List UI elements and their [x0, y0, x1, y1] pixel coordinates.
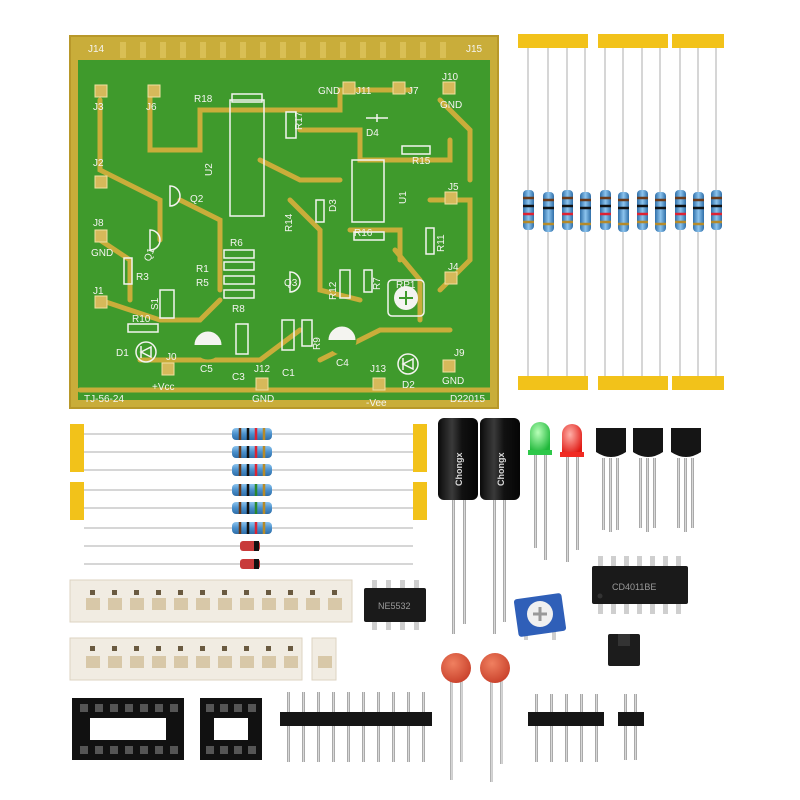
label-d1: D1 [116, 348, 129, 359]
transistor-icon [596, 428, 701, 532]
label-u1: U1 [398, 191, 409, 204]
label-u2: U2 [204, 163, 215, 176]
label-c5: C5 [200, 364, 213, 375]
label-s1: S1 [150, 297, 161, 310]
label-j4: J4 [448, 262, 459, 273]
label-j15: J15 [466, 44, 483, 55]
label-gnd-a: GND [318, 86, 340, 97]
ceramic-capacitor-icon [441, 653, 510, 782]
label-j3: J3 [93, 102, 104, 113]
jumper-icon [608, 634, 640, 666]
ic-chip-icon: NE5532 [364, 580, 426, 630]
label-r9: R9 [312, 337, 323, 350]
label-d4: D4 [366, 128, 379, 139]
label-vcc: +Vcc [152, 382, 175, 393]
ic-socket-icon [72, 698, 262, 760]
label-j2: J2 [93, 158, 104, 169]
label-gnd-e: GND [442, 376, 464, 387]
smd-cap-strip-top [69, 579, 353, 623]
label-j10: J10 [442, 72, 459, 83]
pin-header-icon [280, 692, 432, 762]
ic-dip14-marking: CD4011BE [612, 582, 656, 592]
potentiometer-icon [513, 593, 567, 640]
label-r7: R7 [372, 277, 383, 290]
label-d3: D3 [328, 199, 339, 212]
capacitor-brand-2: Chongx [496, 453, 506, 487]
ic-dip8-marking: NE5532 [378, 601, 411, 611]
label-j6: J6 [146, 102, 157, 113]
label-r10: R10 [132, 314, 151, 325]
resistor-icon [232, 428, 272, 534]
label-d2: D2 [402, 380, 415, 391]
label-rp1: RP1 [396, 280, 416, 291]
label-j9: J9 [454, 348, 465, 359]
ic-chip-icon: CD4011BE [592, 556, 688, 614]
label-j14: J14 [88, 44, 105, 55]
label-gnd-b: GND [440, 100, 462, 111]
led-icon [528, 422, 584, 562]
pin-header-icon [618, 694, 644, 760]
capacitor-brand: Chongx [454, 453, 464, 487]
label-r5: R5 [196, 278, 209, 289]
taped-resistor-strip-vertical [518, 34, 724, 390]
label-q3: Q3 [284, 278, 298, 289]
label-j8: J8 [93, 218, 104, 229]
label-r14: R14 [284, 213, 295, 232]
label-j0: J0 [166, 352, 177, 363]
label-r3: R3 [136, 272, 149, 283]
diode-icon [240, 541, 260, 569]
pin-header-icon [528, 694, 604, 762]
label-q1: Q1 [142, 246, 157, 263]
label-j13: J13 [370, 364, 387, 375]
label-r1: R1 [196, 264, 209, 275]
label-r18: R18 [194, 94, 213, 105]
taped-resistor-strip-horizontal [70, 424, 427, 569]
board-code: TJ-56-24 [84, 394, 124, 405]
label-j7: J7 [408, 86, 419, 97]
label-r16: R16 [354, 228, 373, 239]
label-j12: J12 [254, 364, 271, 375]
smd-cap-strip-bottom [69, 637, 337, 681]
label-r6: R6 [230, 238, 243, 249]
label-r11: R11 [436, 234, 447, 252]
label-vee: -Vee [366, 398, 387, 409]
resistor-icon [523, 190, 722, 232]
label-c3: C3 [232, 372, 245, 383]
label-j5: J5 [448, 182, 459, 193]
date-code: D22015 [450, 394, 485, 405]
capacitor-icon: Chongx Chongx [438, 418, 520, 634]
label-j1: J1 [93, 286, 104, 297]
label-r15: R15 [412, 156, 431, 167]
label-j11: J11 [356, 86, 372, 97]
label-r12: R12 [328, 281, 339, 300]
pcb-board: J14 J15 J3 J6 R18 GND J11 J7 J10 GND R17… [69, 35, 499, 409]
label-r17: R17 [294, 111, 305, 130]
label-c4: C4 [336, 358, 349, 369]
label-c1: C1 [282, 368, 295, 379]
label-gnd-c: GND [91, 248, 113, 259]
label-r8: R8 [232, 304, 245, 315]
label-gnd-d: GND [252, 394, 274, 405]
label-q2: Q2 [190, 194, 204, 205]
